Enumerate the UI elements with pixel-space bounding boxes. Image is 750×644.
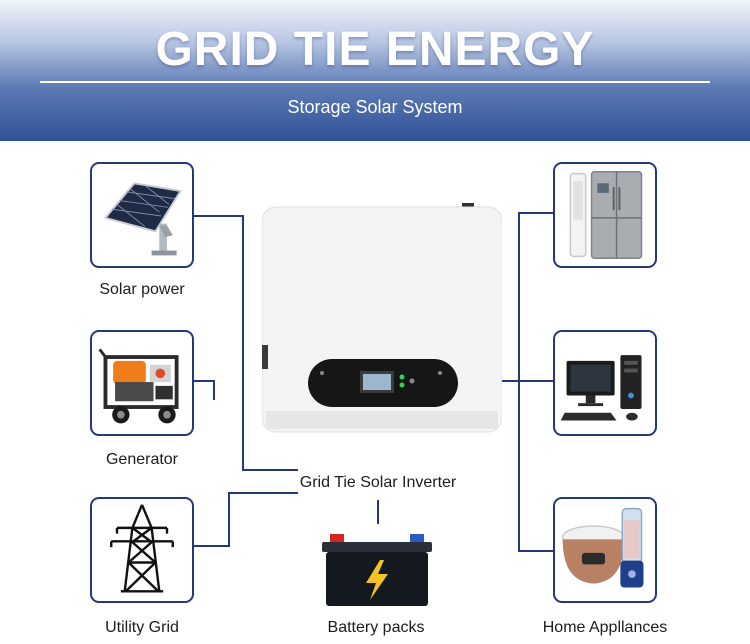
inverter-label: Grid Tie Solar Inverter bbox=[299, 474, 457, 491]
inverter-device-icon bbox=[262, 203, 502, 433]
home-appliances-label: Home Appllances bbox=[542, 619, 668, 636]
generator-icon bbox=[98, 348, 179, 424]
appliance-box-computer bbox=[553, 330, 657, 436]
title-divider bbox=[40, 81, 710, 83]
solar-power-label: Solar power bbox=[99, 281, 185, 298]
page-subtitle: Storage Solar System bbox=[287, 97, 463, 117]
solar-panel-icon bbox=[103, 182, 183, 256]
header-banner: GRID TIE ENERGY Storage Solar System bbox=[0, 0, 750, 141]
utility-grid-label: Utility Grid bbox=[105, 619, 179, 636]
generator-box bbox=[90, 330, 194, 436]
page-title: GRID TIE ENERGY bbox=[155, 23, 595, 76]
utility-grid-box bbox=[90, 497, 194, 603]
appliance-box-cooling bbox=[553, 162, 657, 268]
appliance-box-kitchen bbox=[553, 497, 657, 603]
computer-icon bbox=[560, 355, 642, 421]
generator-label: Generator bbox=[105, 451, 179, 468]
air-conditioner-refrigerator-icon bbox=[569, 171, 643, 259]
rice-cooker-blender-icon bbox=[561, 507, 644, 588]
battery-label: Battery packs bbox=[327, 619, 425, 636]
transmission-tower-icon bbox=[110, 504, 174, 593]
battery-icon bbox=[322, 534, 432, 606]
solar-power-box bbox=[90, 162, 194, 268]
